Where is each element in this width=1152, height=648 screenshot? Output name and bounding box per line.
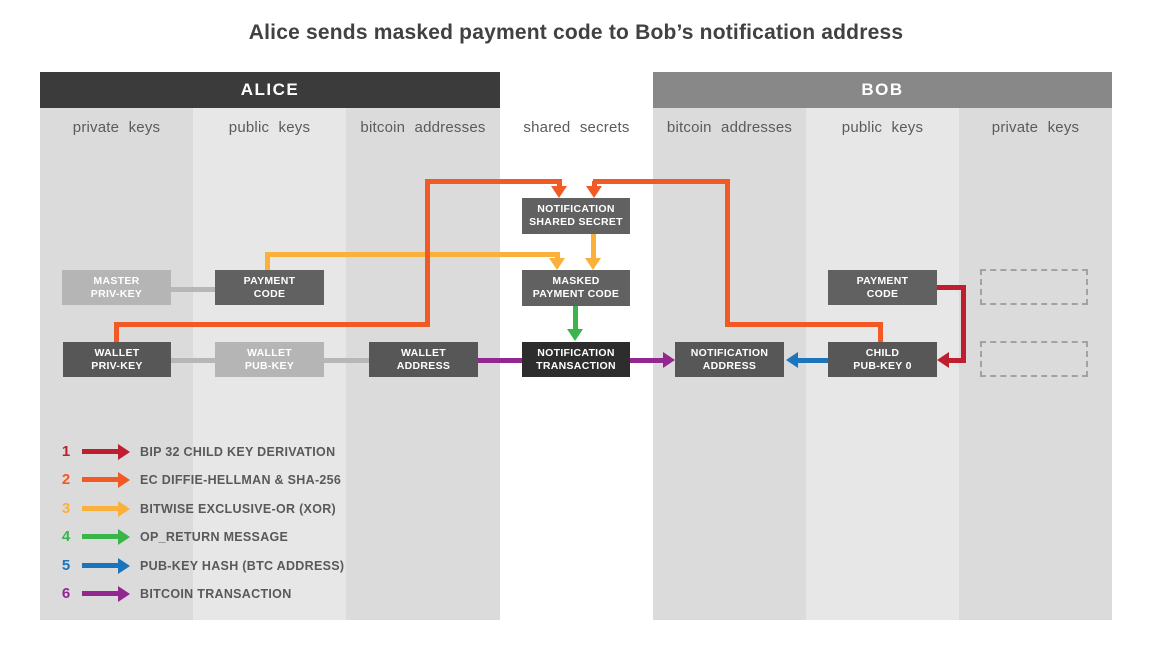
arrow-head — [118, 500, 130, 517]
arrow-segment — [82, 449, 118, 454]
box-notification-shared-secret: NOTIFICATION SHARED SECRET — [522, 198, 630, 234]
legend-number: 3 — [61, 500, 71, 517]
bob-header-bar: BOB — [653, 72, 1112, 108]
arrow-segment — [478, 358, 522, 363]
arrow-segment — [937, 285, 966, 290]
legend-label: EC DIFFIE-HELLMAN & SHA-256 — [140, 472, 342, 487]
arrow-segment — [82, 563, 118, 568]
legend-number: 4 — [61, 528, 71, 545]
legend-number: 1 — [61, 443, 71, 460]
page-title: Alice sends masked payment code to Bob’s… — [248, 21, 904, 44]
box-notification-address: NOTIFICATION ADDRESS — [675, 342, 784, 377]
column-label-bob-private-keys: private keys — [991, 119, 1080, 136]
legend-number: 2 — [61, 471, 71, 488]
arrow-segment — [82, 534, 118, 539]
arrow-segment — [949, 358, 966, 363]
arrow-segment — [798, 358, 828, 363]
arrow-segment — [591, 234, 596, 258]
box-wallet-priv-key: WALLET PRIV-KEY — [63, 342, 171, 377]
arrow-segment — [593, 179, 730, 184]
arrow-segment — [82, 477, 118, 482]
legend-arrow-icon — [82, 557, 130, 574]
connector-segment — [171, 287, 215, 292]
arrow-segment — [557, 181, 562, 187]
legend-row-pubkeyhash: 5 PUB-KEY HASH (BTC ADDRESS) — [56, 555, 344, 576]
box-payment-code-alice: PAYMENT CODE — [215, 270, 324, 305]
arrow-head — [567, 329, 583, 341]
legend-arrow-icon — [82, 585, 130, 602]
arrow-segment — [878, 324, 883, 342]
legend-label: PUB-KEY HASH (BTC ADDRESS) — [140, 558, 345, 573]
legend-row-ecdh: 2 EC DIFFIE-HELLMAN & SHA-256 — [56, 469, 341, 490]
arrow-head — [585, 258, 601, 270]
box-payment-code-bob: PAYMENT CODE — [828, 270, 937, 305]
box-master-priv-key: MASTER PRIV-KEY — [62, 270, 171, 305]
column-label-alice-public-keys: public keys — [228, 119, 311, 136]
arrow-segment — [727, 322, 883, 327]
legend-row-xor: 3 BITWISE EXCLUSIVE-OR (XOR) — [56, 498, 336, 519]
legend-row-btctx: 6 BITCOIN TRANSACTION — [56, 583, 292, 604]
arrow-segment — [725, 181, 730, 327]
legend-row-bip32: 1 BIP 32 CHILD KEY DERIVATION — [56, 441, 335, 462]
arrow-segment — [630, 358, 664, 363]
arrow-head — [551, 186, 567, 198]
column-label-bob-public-keys: public keys — [841, 119, 924, 136]
legend-number: 5 — [61, 557, 71, 574]
arrow-segment — [82, 506, 118, 511]
box-masked-payment-code: MASKED PAYMENT CODE — [522, 270, 630, 306]
arrow-head — [586, 186, 602, 198]
box-wallet-pub-key: WALLET PUB-KEY — [215, 342, 324, 377]
connector-segment — [324, 358, 369, 363]
legend-number: 6 — [61, 585, 71, 602]
column-label-alice-bitcoin-addresses: bitcoin addresses — [360, 119, 486, 136]
arrow-segment — [573, 306, 578, 330]
arrow-segment — [425, 179, 562, 184]
legend-arrow-icon — [82, 443, 130, 460]
connector-segment — [171, 358, 215, 363]
column-label-bob-bitcoin-addresses: bitcoin addresses — [666, 119, 793, 136]
arrow-segment — [82, 591, 118, 596]
column-label-shared-secrets: shared secrets — [523, 119, 630, 136]
arrow-segment — [114, 322, 430, 327]
legend-arrow-icon — [82, 500, 130, 517]
arrow-head — [118, 528, 130, 545]
arrow-segment — [114, 324, 119, 342]
placeholder-box-top — [980, 269, 1088, 305]
alice-header-bar: ALICE — [40, 72, 500, 108]
arrow-head — [786, 352, 798, 368]
arrow-segment — [555, 254, 560, 260]
arrow-head — [118, 585, 130, 602]
legend-row-opreturn: 4 OP_RETURN MESSAGE — [56, 526, 288, 547]
arrow-head — [937, 352, 949, 368]
legend-label: BIP 32 CHILD KEY DERIVATION — [140, 444, 336, 459]
column-label-alice-private-keys: private keys — [72, 119, 161, 136]
arrow-head — [663, 352, 675, 368]
placeholder-box-bottom — [980, 341, 1088, 377]
arrow-head — [549, 258, 565, 270]
arrow-segment — [265, 254, 270, 270]
arrow-segment — [265, 252, 560, 257]
legend-label: OP_RETURN MESSAGE — [140, 529, 289, 544]
arrow-head — [118, 471, 130, 488]
legend-label: BITWISE EXCLUSIVE-OR (XOR) — [140, 501, 337, 516]
arrow-segment — [961, 285, 966, 363]
legend-arrow-icon — [82, 471, 130, 488]
arrow-head — [118, 443, 130, 460]
box-notification-transaction: NOTIFICATION TRANSACTION — [522, 342, 630, 377]
arrow-segment — [592, 181, 597, 187]
arrow-head — [118, 557, 130, 574]
box-child-pub-key-0: CHILD PUB-KEY 0 — [828, 342, 937, 377]
legend-arrow-icon — [82, 528, 130, 545]
legend-label: BITCOIN TRANSACTION — [140, 586, 292, 601]
box-wallet-address: WALLET ADDRESS — [369, 342, 478, 377]
arrow-segment — [425, 181, 430, 327]
